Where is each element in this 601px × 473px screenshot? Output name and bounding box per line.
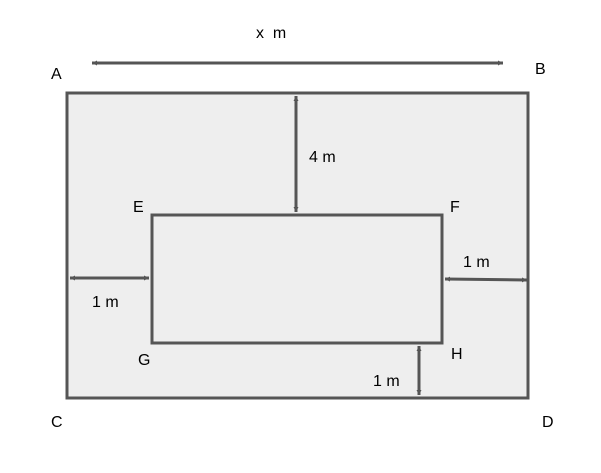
right-gap-label: 1 m [463, 254, 490, 271]
bottom-gap-label: 1 m [373, 373, 400, 390]
corner-label-e: E [133, 199, 144, 216]
width-label: x m [256, 25, 286, 42]
corner-label-f: F [450, 199, 460, 216]
corner-label-g: G [138, 352, 150, 369]
inner-rectangle [150, 213, 444, 345]
left-gap-label: 1 m [92, 294, 119, 311]
corner-label-a: A [51, 66, 62, 83]
corner-label-b: B [535, 61, 546, 78]
corner-label-d: D [542, 414, 554, 431]
corner-label-c: C [51, 414, 63, 431]
top-gap-label: 4 m [309, 149, 336, 166]
corner-label-h: H [451, 346, 463, 363]
right-gap-arrow [444, 276, 528, 283]
